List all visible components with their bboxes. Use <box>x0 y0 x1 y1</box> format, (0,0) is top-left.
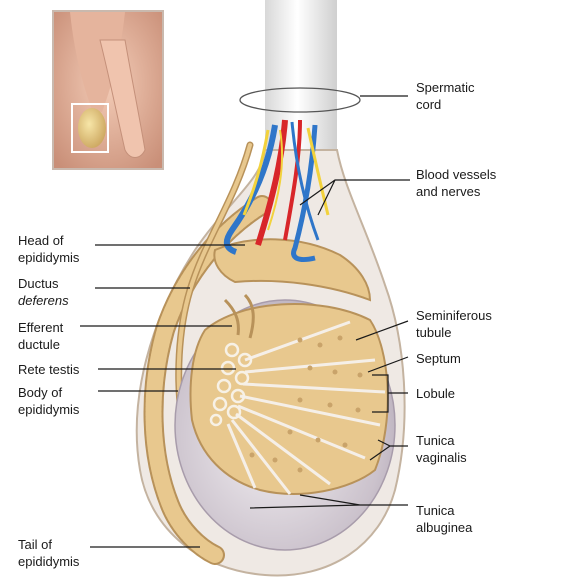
label-seminiferous-tubule: Seminiferous tubule <box>416 307 492 341</box>
label-body-epididymis-line2: epididymis <box>18 401 79 418</box>
inset-thumbnail <box>52 10 164 170</box>
label-body-epididymis-line1: Body of <box>18 384 79 401</box>
label-septum: Septum <box>416 350 461 367</box>
label-efferent-ductule-line1: Efferent <box>18 319 63 336</box>
label-ductus-deferens: Ductus deferens <box>18 275 69 309</box>
label-tunica-vaginalis: Tunica vaginalis <box>416 432 467 466</box>
label-tail-epididymis-line1: Tail of <box>18 536 79 553</box>
label-spermatic-cord-line1: Spermatic <box>416 79 475 96</box>
label-head-epididymis: Head of epididymis <box>18 232 79 266</box>
label-spermatic-cord-line2: cord <box>416 96 475 113</box>
label-body-epididymis: Body of epididymis <box>18 384 79 418</box>
label-seminiferous-tubule-line2: tubule <box>416 324 492 341</box>
label-rete-testis-line1: Rete testis <box>18 361 79 378</box>
label-head-epididymis-line2: epididymis <box>18 249 79 266</box>
label-tunica-vaginalis-line1: Tunica <box>416 432 467 449</box>
label-lobule: Lobule <box>416 385 455 402</box>
label-head-epididymis-line1: Head of <box>18 232 79 249</box>
lobules-group <box>191 295 388 494</box>
label-tunica-albuginea-line2: albuginea <box>416 519 472 536</box>
label-ductus-deferens-line1: Ductus <box>18 275 69 292</box>
label-seminiferous-tubule-line1: Seminiferous <box>416 307 492 324</box>
label-ductus-deferens-line2: deferens <box>18 293 69 308</box>
label-spermatic-cord: Spermatic cord <box>416 79 475 113</box>
label-blood-vessels-line1: Blood vessels <box>416 166 496 183</box>
label-tunica-albuginea: Tunica albuginea <box>416 502 472 536</box>
label-tunica-albuginea-line1: Tunica <box>416 502 472 519</box>
label-tail-epididymis: Tail of epididymis <box>18 536 79 570</box>
label-tunica-vaginalis-line2: vaginalis <box>416 449 467 466</box>
label-rete-testis: Rete testis <box>18 361 79 378</box>
label-lobule-line1: Lobule <box>416 385 455 402</box>
label-blood-vessels-line2: and nerves <box>416 183 496 200</box>
label-efferent-ductule: Efferent ductule <box>18 319 63 353</box>
label-septum-line1: Septum <box>416 350 461 367</box>
label-blood-vessels: Blood vessels and nerves <box>416 166 496 200</box>
label-tail-epididymis-line2: epididymis <box>18 553 79 570</box>
inset-testis <box>78 108 106 148</box>
label-efferent-ductule-line2: ductule <box>18 336 63 353</box>
